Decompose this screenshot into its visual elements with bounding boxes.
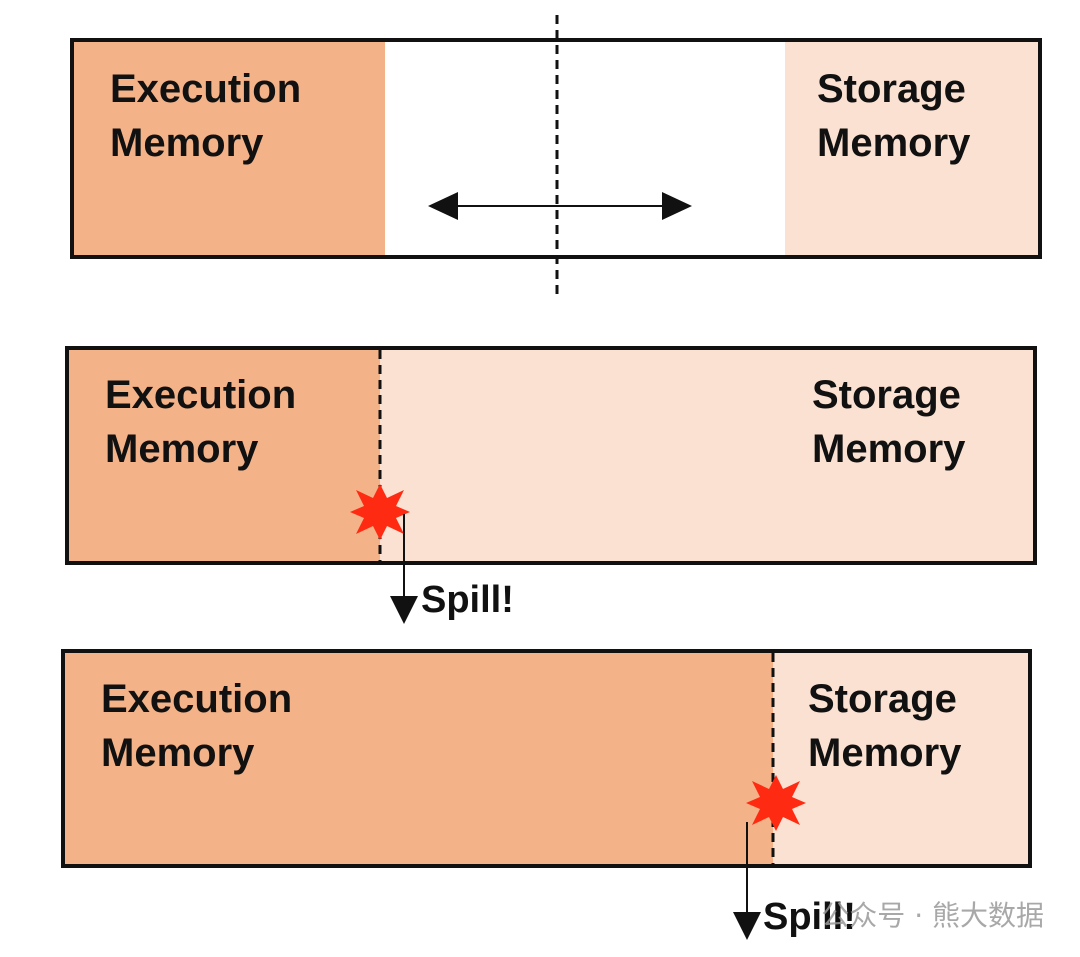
watermark-text: 公众号 · 熊大数据 <box>821 899 1044 932</box>
panel-1-execution-label-line1: Execution <box>110 67 301 111</box>
panel-3-spill-label: Spill! <box>763 896 856 938</box>
panel-1-execution-label-line2: Memory <box>110 121 264 165</box>
panel-1-arrow-right-head-icon <box>662 192 692 220</box>
panel-2-execution-label-line2: Memory <box>105 427 259 471</box>
panel-2-execution-region <box>67 348 380 563</box>
panel-3-storage-label-line2: Memory <box>808 731 962 775</box>
panel-1-arrow-left-head-icon <box>428 192 458 220</box>
panel-3-storage-label-line1: Storage <box>808 677 957 721</box>
panel-3-burst-icon <box>746 775 806 831</box>
panel-2-spill-arrow-head-icon <box>390 596 418 624</box>
panel-2: Execution Memory Storage Memory Spill! <box>65 346 1037 624</box>
panel-1-storage-label-line1: Storage <box>817 67 966 111</box>
panel-3-execution-label-line1: Execution <box>101 677 292 721</box>
panel-2-burst-icon <box>350 484 410 540</box>
panel-2-execution-label-line1: Execution <box>105 373 296 417</box>
panel-3: Execution Memory Storage Memory Spill! <box>61 649 1032 940</box>
panel-3-execution-region <box>63 651 773 866</box>
panel-2-outline <box>65 346 1037 565</box>
panel-2-storage-label-line2: Memory <box>812 427 966 471</box>
panel-3-spill-arrow-head-icon <box>733 912 761 940</box>
panel-2-spill-label: Spill! <box>421 579 514 621</box>
panel-1-storage-region <box>785 40 1040 257</box>
panel-1-execution-region <box>72 40 385 257</box>
panel-2-storage-label-line1: Storage <box>812 373 961 417</box>
panel-1-storage-label-line2: Memory <box>817 121 971 165</box>
panel-1: Execution Memory Storage Memory <box>70 15 1042 297</box>
panel-3-outline <box>61 649 1032 868</box>
panel-3-execution-label-line2: Memory <box>101 731 255 775</box>
